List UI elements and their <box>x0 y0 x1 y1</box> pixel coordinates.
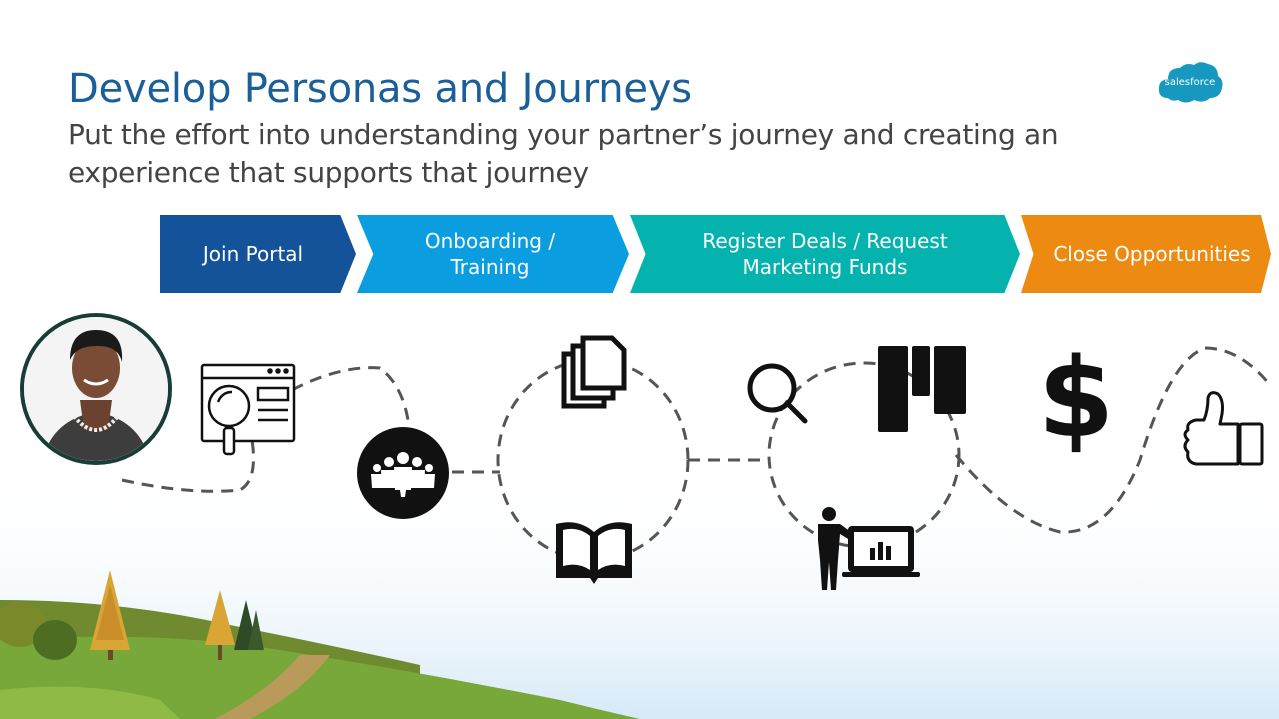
salesforce-logo-text: salesforce <box>1165 77 1216 88</box>
community-icon <box>357 427 449 519</box>
hill <box>0 636 640 719</box>
dollar-icon: $ <box>1038 334 1115 462</box>
stage-label: Onboarding / Training <box>424 229 556 279</box>
front-hill <box>0 686 180 719</box>
dirt-road <box>215 655 330 719</box>
stage-onboarding-training: Onboarding / Training <box>357 215 629 293</box>
stage-label: Close Opportunities <box>1053 242 1251 266</box>
kanban-board-icon <box>878 346 966 432</box>
book-icon <box>556 522 632 584</box>
stage-join-portal: Join Portal <box>160 215 356 293</box>
thumbs-up-icon <box>1183 391 1264 466</box>
stage-register-deals: Register Deals / Request Marketing Funds <box>630 215 1020 293</box>
stage-close-opportunities: Close Opportunities <box>1021 215 1271 293</box>
stage-label: Register Deals / Request Marketing Funds <box>702 229 948 279</box>
presentation-icon <box>818 507 920 590</box>
page-title: Develop Personas and Journeys <box>68 66 692 112</box>
trees <box>0 570 264 660</box>
persona-avatar <box>20 313 172 465</box>
web-search-icon <box>200 363 296 456</box>
search-icon <box>747 363 808 424</box>
svg-text:$: $ <box>1038 334 1115 462</box>
documents-icon <box>561 335 627 409</box>
salesforce-logo: salesforce <box>1158 62 1223 103</box>
page-subtitle: Put the effort into understanding your p… <box>68 118 1059 189</box>
stage-label: Join Portal <box>202 242 304 266</box>
